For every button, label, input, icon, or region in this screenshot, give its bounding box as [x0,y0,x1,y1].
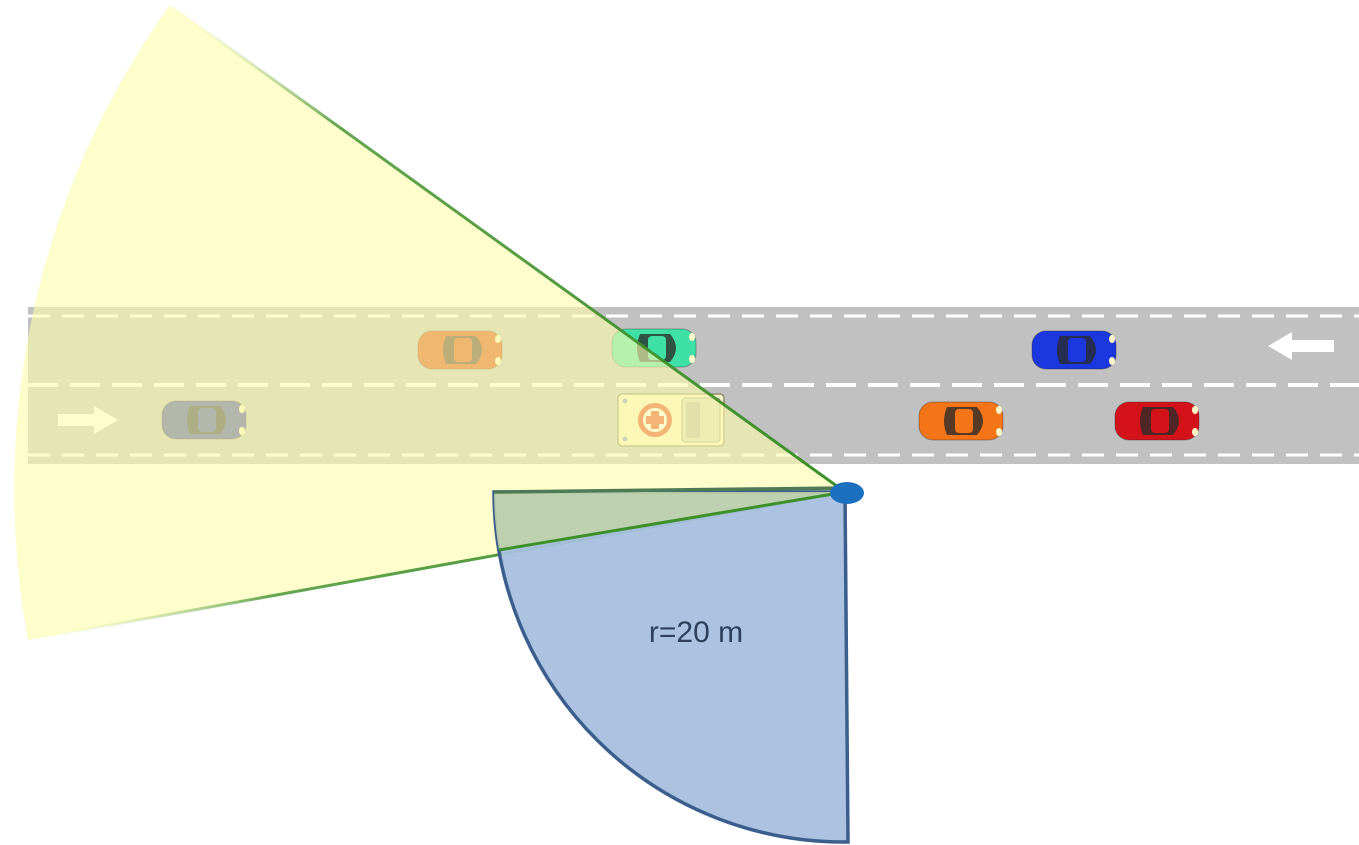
wide-sector-edge-bottom-overlay [498,490,846,552]
wide-coverage-sector [14,5,846,640]
car-red [1114,401,1200,441]
narrow-coverage-sector [492,490,850,844]
sensor-point [830,482,864,504]
arrow-left-icon [1268,332,1334,360]
car-blue [1031,330,1117,370]
narrow-sector-top-edge [493,486,846,494]
car-orange [918,401,1004,441]
radius-label: r=20 m [649,616,743,649]
wide-sector-edge-top [169,3,846,494]
